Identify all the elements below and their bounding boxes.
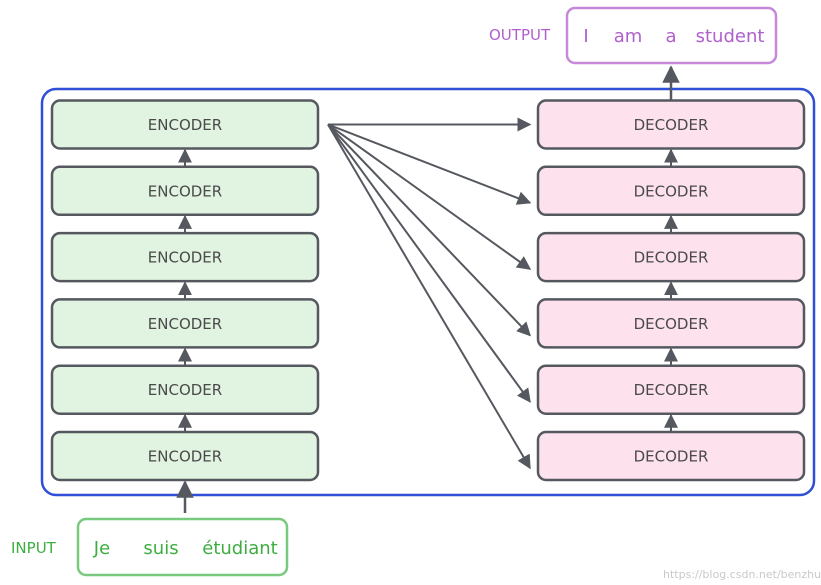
decoder-block-2 <box>536 364 806 415</box>
decoder-block-label-4: DECODER <box>634 249 709 267</box>
output-word: student <box>696 26 765 47</box>
decoder-block-label-6: DECODER <box>634 116 709 134</box>
output-label: OUTPUT <box>489 26 551 44</box>
connection-arrow-1 <box>327 123 531 470</box>
encoder-block-label-4: ENCODER <box>148 249 222 267</box>
decoder-block-label-3: DECODER <box>634 315 709 333</box>
decoder-block-5 <box>536 165 806 217</box>
connection-arrow-5 <box>327 123 532 205</box>
output-word: a <box>665 26 676 47</box>
encoder-block-2 <box>50 364 320 415</box>
input-word: Je <box>93 538 110 559</box>
decoder-block-4 <box>536 231 806 283</box>
encoder-block-6 <box>50 99 320 150</box>
encoder-block-label-6: ENCODER <box>148 116 222 134</box>
decoder-block-1 <box>536 430 806 482</box>
input-label: INPUT <box>11 539 57 557</box>
input-box: INPUT Je suis étudiant <box>11 480 289 577</box>
encoder-block-label-1: ENCODER <box>148 448 222 466</box>
connection-arrow-4 <box>327 123 532 270</box>
decoder-block-label-2: DECODER <box>634 381 709 399</box>
encoder-block-label-2: ENCODER <box>148 381 222 399</box>
decoder-block-label-1: DECODER <box>634 448 709 466</box>
input-word: étudiant <box>202 538 277 559</box>
encoder-block-4 <box>50 231 320 283</box>
decoder-block-label-5: DECODER <box>634 182 709 200</box>
encoder-block-label-3: ENCODER <box>148 315 222 333</box>
encoder-decoder-connections <box>327 117 532 470</box>
model-frame <box>40 87 816 497</box>
output-frame <box>565 6 778 65</box>
encoder-block-5 <box>50 165 320 217</box>
encoder-block-3 <box>50 298 320 349</box>
output-word: I <box>583 26 588 47</box>
input-word: suis <box>143 538 178 559</box>
encoder-block-label-5: ENCODER <box>148 182 222 200</box>
encoder-stack: ENCODER ENCODER ENCODER ENCODER ENCODER ENCOD… <box>50 99 320 482</box>
connection-arrow-2 <box>327 123 531 403</box>
output-word: am <box>614 26 643 47</box>
decoder-block-3 <box>536 298 806 349</box>
connection-arrow-3 <box>327 123 531 337</box>
decoder-stack: DECODER DECODER DECODER DECODER DECODER DECOD… <box>536 99 806 482</box>
encoder-block-1 <box>50 430 320 482</box>
input-frame <box>76 517 289 577</box>
watermark-text: https://blog.csdn.net/benzhujie <box>663 568 821 581</box>
